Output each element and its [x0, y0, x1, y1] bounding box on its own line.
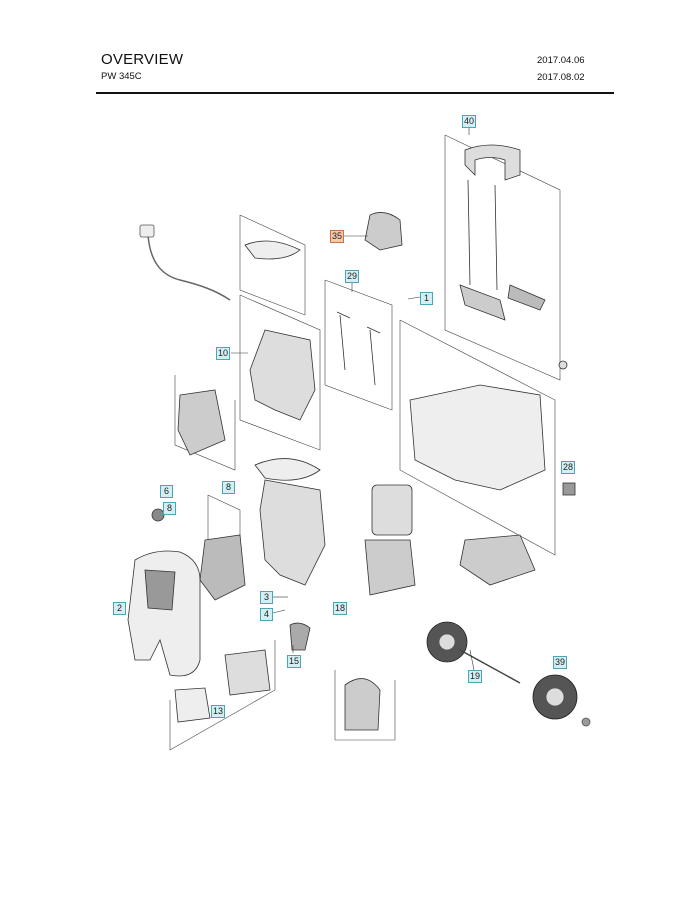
part-35	[364, 212, 403, 251]
callout-40[interactable]: 40	[462, 115, 477, 128]
callout-15[interactable]: 15	[287, 655, 302, 668]
callout-10[interactable]: 10	[216, 347, 231, 360]
date-created: 2017.04.06	[537, 55, 585, 66]
power-cord	[147, 234, 231, 301]
side-panel	[177, 389, 226, 456]
chassis	[409, 384, 546, 491]
callout-2[interactable]: 2	[113, 602, 126, 615]
clip-b	[366, 326, 381, 386]
model-name: PW 345C	[101, 71, 142, 82]
callout-39[interactable]: 39	[553, 656, 568, 669]
callout-29[interactable]: 29	[345, 270, 360, 283]
base-tray	[459, 534, 536, 586]
front-panel	[199, 534, 246, 601]
axle	[459, 649, 521, 684]
callout-13[interactable]: 13	[211, 705, 226, 718]
top-cover-2	[254, 458, 321, 481]
callout-35[interactable]: 35	[330, 230, 345, 243]
reel-frame	[224, 649, 271, 696]
motor	[371, 484, 413, 536]
page-title: OVERVIEW	[101, 51, 184, 68]
frame-front	[259, 479, 326, 586]
callout-18[interactable]: 18	[333, 602, 348, 615]
part-6	[151, 508, 165, 522]
reel-cover	[174, 687, 211, 723]
door	[344, 678, 381, 731]
housing-2	[127, 550, 201, 677]
frame-rear	[249, 329, 316, 421]
plug	[139, 224, 155, 238]
part-15	[289, 622, 311, 651]
callout-28[interactable]: 28	[561, 461, 576, 474]
group-outlines	[169, 134, 561, 751]
date-revised: 2017.08.02	[537, 72, 585, 83]
handle-part	[459, 144, 568, 370]
callout-8b[interactable]: 8	[222, 481, 235, 494]
pump	[364, 539, 416, 596]
part-28	[562, 482, 576, 496]
callout-19[interactable]: 19	[468, 670, 483, 683]
callout-1[interactable]: 1	[420, 292, 433, 305]
callout-3[interactable]: 3	[260, 591, 273, 604]
callout-6[interactable]: 6	[160, 485, 173, 498]
top-cover	[244, 240, 301, 260]
clip-a	[336, 311, 351, 371]
callout-8a[interactable]: 8	[163, 502, 176, 515]
header-divider	[96, 92, 614, 94]
callout-4[interactable]: 4	[260, 608, 273, 621]
